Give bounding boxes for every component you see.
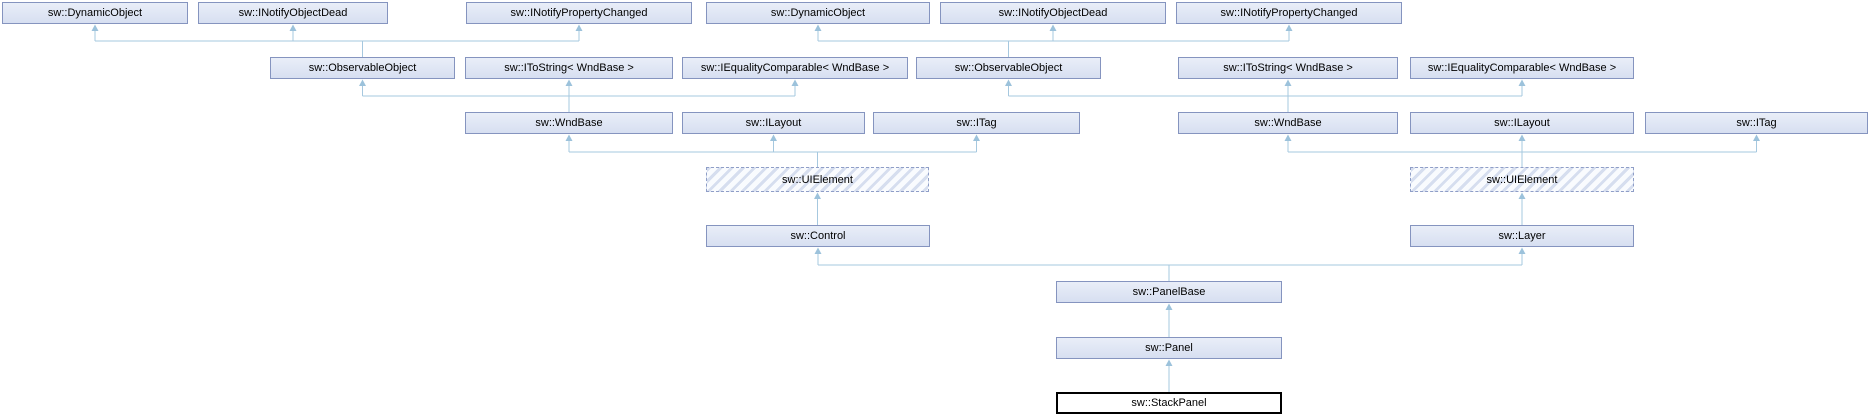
inheritance-arrowhead: [91, 24, 99, 31]
class-node-sw-panelbase[interactable]: sw::PanelBase: [1056, 281, 1282, 303]
inheritance-arrowhead: [289, 24, 297, 31]
inheritance-arrowhead: [791, 79, 799, 86]
inheritance-arrowhead: [973, 134, 980, 141]
inheritance-arrowhead: [565, 79, 573, 86]
inheritance-arrowhead: [814, 247, 822, 254]
class-node-sw-observableobject[interactable]: sw::ObservableObject: [916, 57, 1101, 79]
inheritance-arrowhead: [1518, 79, 1526, 86]
class-node-sw-control[interactable]: sw::Control: [706, 225, 930, 247]
inheritance-arrowhead: [814, 192, 821, 199]
inheritance-arrowhead: [1518, 247, 1526, 254]
class-node-sw-stackpanel[interactable]: sw::StackPanel: [1056, 392, 1282, 414]
class-node-sw-inotifypropertychanged[interactable]: sw::INotifyPropertyChanged: [466, 2, 692, 24]
class-node-sw-observableobject[interactable]: sw::ObservableObject: [270, 57, 455, 79]
class-node-sw-inotifyobjectdead[interactable]: sw::INotifyObjectDead: [940, 2, 1166, 24]
class-node-sw-layer[interactable]: sw::Layer: [1410, 225, 1634, 247]
class-node-sw-uielement[interactable]: sw::UIElement: [706, 167, 929, 192]
inheritance-arrowhead: [565, 134, 573, 141]
class-node-sw-ilayout[interactable]: sw::ILayout: [682, 112, 865, 134]
class-node-sw-itostring-wndbase-[interactable]: sw::IToString< WndBase >: [465, 57, 673, 79]
inheritance-arrowhead: [1285, 24, 1293, 31]
class-node-sw-wndbase[interactable]: sw::WndBase: [465, 112, 673, 134]
inheritance-arrowhead: [1165, 359, 1173, 366]
inheritance-arrowhead: [575, 24, 583, 31]
inheritance-arrowhead: [1753, 134, 1760, 141]
inheritance-arrowhead: [1005, 79, 1012, 86]
inheritance-arrowhead: [359, 79, 366, 86]
class-node-sw-dynamicobject[interactable]: sw::DynamicObject: [2, 2, 188, 24]
class-node-sw-panel[interactable]: sw::Panel: [1056, 337, 1282, 359]
class-node-sw-inotifypropertychanged[interactable]: sw::INotifyPropertyChanged: [1176, 2, 1402, 24]
inheritance-arrowhead: [814, 24, 822, 31]
class-node-sw-uielement[interactable]: sw::UIElement: [1410, 167, 1634, 192]
class-node-sw-itag[interactable]: sw::ITag: [1645, 112, 1868, 134]
inheritance-arrowhead: [1518, 192, 1526, 199]
inheritance-arrowhead: [1284, 134, 1292, 141]
class-node-sw-inotifyobjectdead[interactable]: sw::INotifyObjectDead: [198, 2, 388, 24]
class-node-sw-itostring-wndbase-[interactable]: sw::IToString< WndBase >: [1178, 57, 1398, 79]
class-node-sw-dynamicobject[interactable]: sw::DynamicObject: [706, 2, 930, 24]
inheritance-arrowhead: [1284, 79, 1292, 86]
inheritance-arrowhead: [770, 134, 777, 141]
class-node-sw-iequalitycomparable-wndbase-[interactable]: sw::IEqualityComparable< WndBase >: [682, 57, 908, 79]
inheritance-arrowhead: [1518, 134, 1526, 141]
class-node-sw-itag[interactable]: sw::ITag: [873, 112, 1080, 134]
inheritance-arrowhead: [1049, 24, 1057, 31]
class-node-sw-iequalitycomparable-wndbase-[interactable]: sw::IEqualityComparable< WndBase >: [1410, 57, 1634, 79]
class-node-sw-wndbase[interactable]: sw::WndBase: [1178, 112, 1398, 134]
inheritance-arrowhead: [1165, 303, 1173, 310]
class-node-sw-ilayout[interactable]: sw::ILayout: [1410, 112, 1634, 134]
